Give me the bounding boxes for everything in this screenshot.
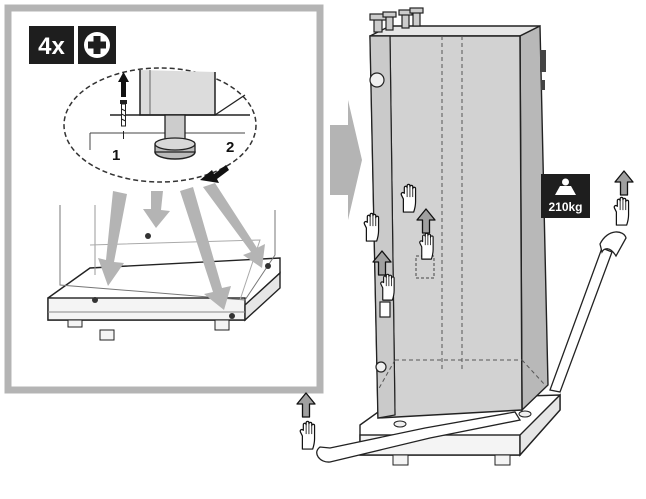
- panel-frame: [4, 4, 324, 394]
- arrow-up-icon: [614, 170, 634, 196]
- weight-label: 210kg: [548, 200, 582, 214]
- count-badge: 4x: [29, 26, 74, 64]
- appliance-lifting: [316, 7, 627, 466]
- weight-badge: 210kg: [541, 174, 590, 218]
- hand-icon: [363, 212, 380, 242]
- flow-arrows: [98, 183, 265, 310]
- detail-panel: 4x: [4, 4, 324, 394]
- hand-icon: [613, 196, 630, 226]
- pipe-connectors: [369, 7, 424, 33]
- weight-icon: [555, 178, 576, 195]
- phillips-screwdriver-icon: [78, 26, 116, 64]
- arrow-up-icon: [296, 392, 316, 418]
- zoom-detail: 1 2: [63, 67, 257, 183]
- hand-icon: [299, 420, 316, 450]
- count-label: 4x: [38, 33, 65, 60]
- step-2-label: 2: [226, 139, 234, 156]
- transition-arrow: [330, 100, 362, 220]
- step-1-label: 1: [112, 147, 120, 164]
